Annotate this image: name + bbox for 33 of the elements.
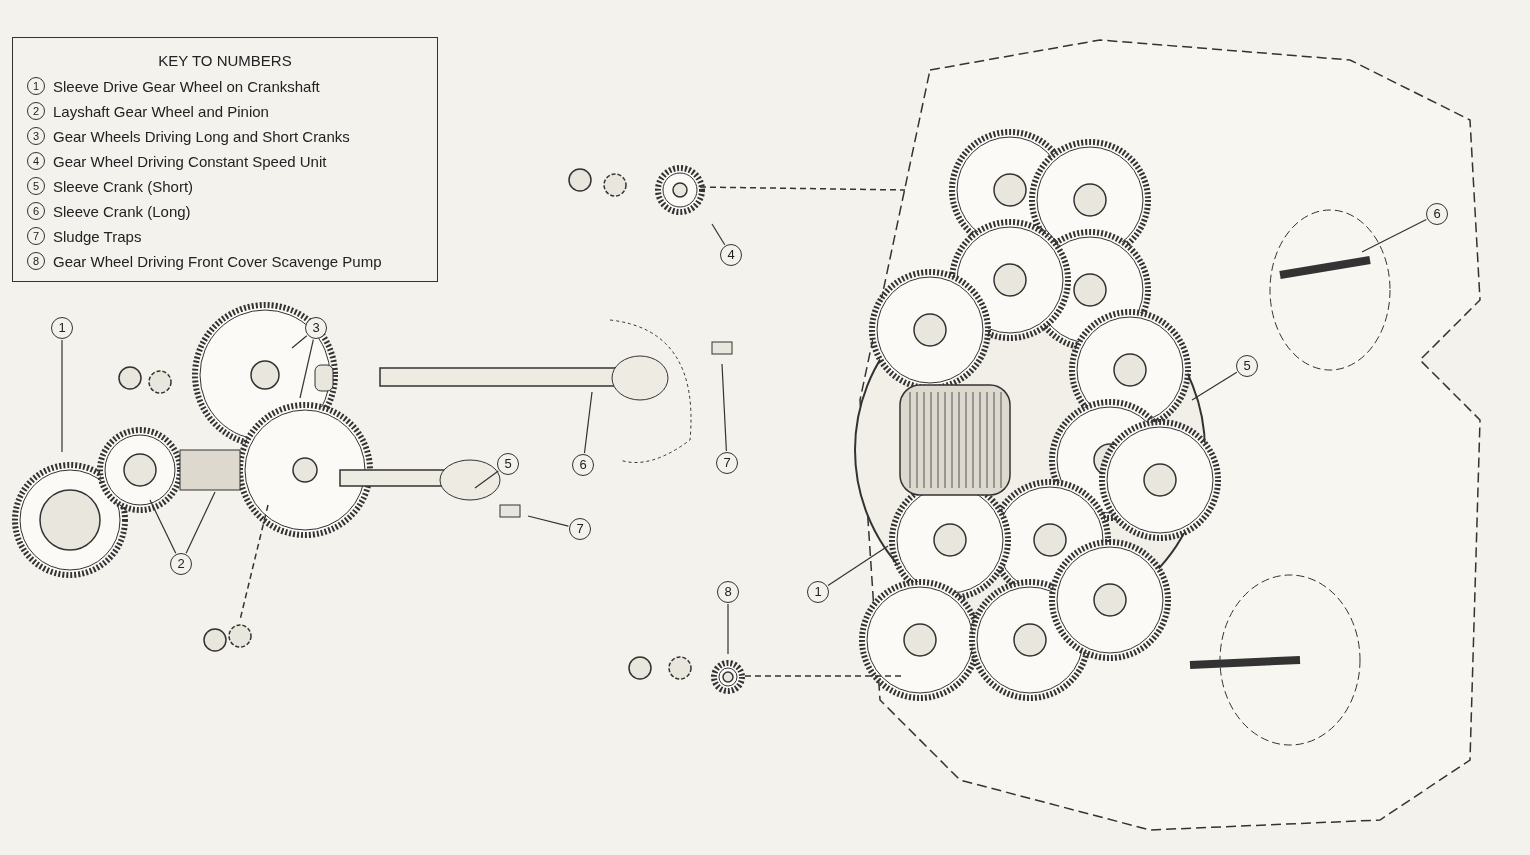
key-entry-text: Gear Wheel Driving Front Cover Scavenge Pump bbox=[53, 252, 382, 270]
callout-number: 1 bbox=[51, 317, 73, 339]
leader-line bbox=[527, 515, 569, 527]
callout-number: 2 bbox=[170, 553, 192, 575]
leader-line bbox=[721, 363, 727, 452]
callout-number: 7 bbox=[569, 518, 591, 540]
leader-line bbox=[185, 491, 216, 554]
callout-number: 4 bbox=[720, 244, 742, 266]
key-box bbox=[12, 37, 438, 282]
leader-line bbox=[583, 391, 593, 454]
key-heading: KEY TO NUMBERS bbox=[157, 52, 293, 69]
key-entry-text: Sleeve Crank (Short) bbox=[53, 177, 194, 195]
leader-line bbox=[1191, 371, 1238, 401]
leader-line bbox=[61, 339, 63, 453]
leader-line bbox=[291, 335, 308, 349]
callout-number: 8 bbox=[717, 581, 739, 603]
leader-line bbox=[149, 499, 177, 554]
leader-line bbox=[711, 223, 726, 246]
callout-number: 6 bbox=[572, 454, 594, 476]
key-entry-text: Sleeve Crank (Long) bbox=[53, 202, 191, 220]
leader-line bbox=[827, 545, 889, 586]
leader-line bbox=[474, 470, 499, 489]
callout-number: 7 bbox=[716, 452, 738, 474]
key-entry-text: Gear Wheel Driving Constant Speed Unit bbox=[53, 152, 327, 170]
callout-number: 1 bbox=[807, 581, 829, 603]
key-entry-text: Sleeve Drive Gear Wheel on Crankshaft bbox=[53, 77, 320, 95]
key-entry-text: Layshaft Gear Wheel and Pinion bbox=[53, 102, 269, 120]
callout-number: 5 bbox=[497, 453, 519, 475]
key-entry-text: Gear Wheels Driving Long and Short Cranks bbox=[53, 127, 350, 145]
leader-line bbox=[299, 339, 314, 399]
leader-line bbox=[727, 603, 729, 655]
leader-line bbox=[1361, 218, 1427, 253]
key-entry-text: Sludge Traps bbox=[53, 227, 142, 245]
